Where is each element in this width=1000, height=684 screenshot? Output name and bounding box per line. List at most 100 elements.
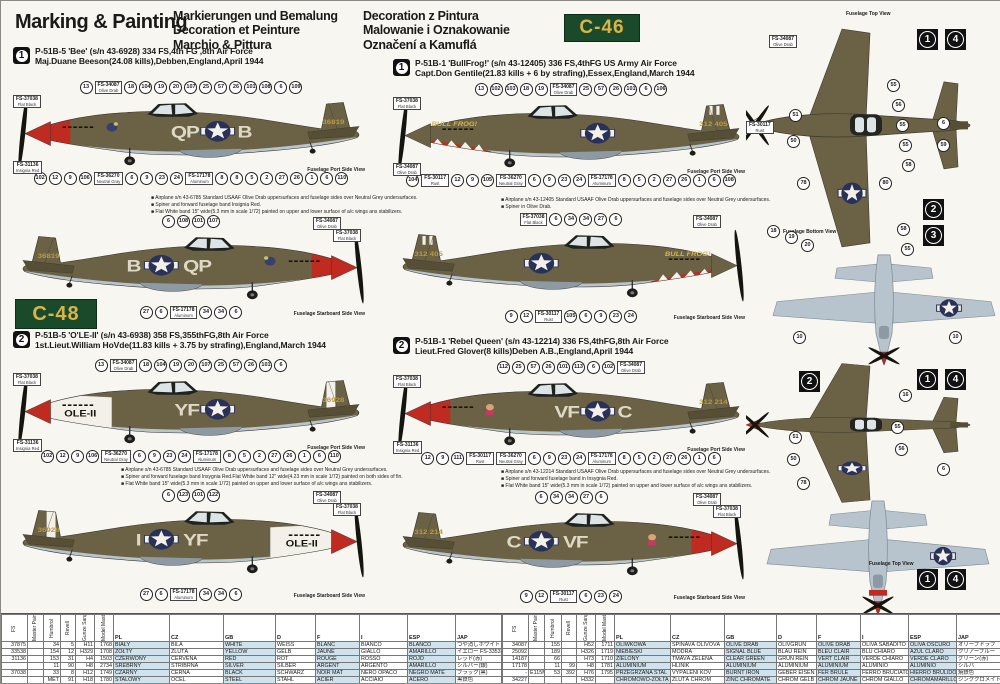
callout-number: 6 [528,174,541,187]
paint-cell: 33 [44,670,61,677]
callout-number: 27 [140,588,153,601]
svg-text:VF: VF [554,403,579,422]
paint-note-line: Airplane s/n 43-6785 Standard USAAF Oliv… [121,467,461,474]
callout-number: 27 [275,172,288,185]
paint-cell: ARGENT [316,663,360,670]
paint-cell: VYPÁLENÍ KOV [671,670,725,677]
callout-number: 9 [64,172,77,185]
paint-note-line: Spiner and forward fuselage band Insigni… [151,202,491,209]
paint-cell: ROT [276,656,316,663]
callout-number: 24 [609,590,622,603]
paint-cell [28,642,44,649]
paint-cell: SREBRNY [114,663,170,670]
callout-number: 105 [481,174,494,187]
callout-number: 12 [535,590,548,603]
paint-cell: ブラック(黒) [456,670,502,677]
fuselage-bottom-view-1 [769,253,999,372]
paint-cell: 1781 [596,663,615,670]
paint-cell: 392 [562,670,577,677]
svg-text:YF: YF [174,401,199,420]
callout-number: 80 [879,177,892,190]
paint-cell: シルバー(銀) [456,663,502,670]
callout-number: 12 [520,310,533,323]
paint-cell: BIANCO [360,642,408,649]
callout-number: 1 [298,450,311,463]
callout-number: 108 [259,81,272,94]
paint-cell: BLU CHIARO [861,649,909,656]
scheme-number: 1 [16,50,28,62]
callout-number: 107 [207,215,220,228]
callout-number: 8 [223,450,236,463]
scheme-number-badge: 1 [13,47,30,64]
paint-cell: 34 [44,642,61,649]
callout-number: 112 [497,361,510,374]
column-header: JAP [456,615,502,642]
column-header: Master Paint [529,615,545,642]
callout-number: 2 [648,452,661,465]
paint-note-line: Airplane s/n 43-12214 Standard USAAF Oli… [501,469,841,476]
paint-cell [28,656,44,663]
paint-cell: 154 [44,649,61,656]
callout-number: 13 [80,81,93,94]
view-caption: Fuselage Starboard Side View [294,593,365,599]
paint-cell: STEEL [224,677,276,684]
callout-number: 23 [163,450,176,463]
column-header: Gunze Sangyo [76,615,95,642]
view-number: 4 [947,31,964,48]
callout-number: 59 [937,139,950,152]
view-number-square: 4 [945,569,966,590]
callout-number: 123 [177,489,190,502]
paint-note-line: Flat White band 15" wide(5.3 mm in scale… [121,481,461,488]
callout-number: 19 [785,231,798,244]
callout-number: 107 [184,81,197,94]
paint-cell: BIAŁY [114,642,170,649]
paint-cell [2,663,28,670]
paint-cell: AMARILLO [408,663,456,670]
callout-number: 111 [451,452,464,465]
paint-cell: 5 [61,642,76,649]
paint-cell: CHROMAMARILLO [909,677,957,684]
column-header: Humbrol [545,615,562,642]
paint-cell: JAUNE [316,649,360,656]
callout-number: 1 [693,452,706,465]
paint-cell: ALUMINIUM [615,663,671,670]
callout-number: 27 [580,491,593,504]
view-number-square: 1 [917,569,938,590]
paint-cell [545,677,562,684]
callout-number: 10 [793,331,806,344]
svg-text:OLE-II: OLE-II [64,409,96,419]
column-header: GB [725,615,777,642]
paint-cell: GEBER EISEN [777,670,817,677]
header-line-de: Markierungen und Bemalung [173,9,338,23]
paint-cell: 1503 [95,656,114,663]
paint-cell: 黒鉄色 [456,677,502,684]
callout-number: 6 [229,306,242,319]
callout-number: 105 [564,310,577,323]
callout-number: 23 [609,310,622,323]
callout-number: 6 [133,450,146,463]
paint-cell: CHROM GELB [777,677,817,684]
paint-cell: CHROM JAUNE [817,677,861,684]
column-header: FS [2,615,28,642]
callout-number: 9 [466,174,479,187]
callout-number: 34 [564,213,577,226]
paint-cell: VERT CLAIR [817,656,861,663]
view-number-square: 4 [945,369,966,390]
paint-cell: OCEL [170,677,224,684]
column-header: I [861,615,909,642]
paint-cell: AZUL CLARO [909,649,957,656]
callout-number: 6 [579,590,592,603]
scheme-number: 2 [396,340,408,352]
scheme-number: 1 [396,62,408,74]
